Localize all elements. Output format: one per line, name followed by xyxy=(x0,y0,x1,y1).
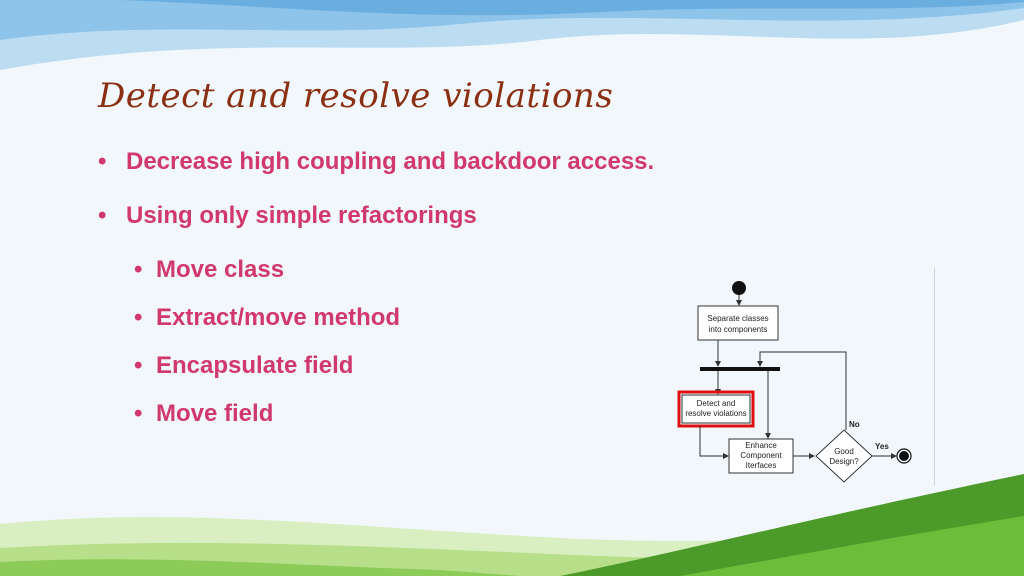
yes-label: Yes xyxy=(875,442,889,451)
sub-bullet-item: • Extract/move method xyxy=(134,304,718,334)
good-design-decision xyxy=(815,429,873,483)
separate-classes-box xyxy=(697,305,779,341)
slide-title: Detect and resolve violations xyxy=(98,76,614,116)
highlight-frame xyxy=(677,390,755,428)
sub-bullet-item: • Encapsulate field xyxy=(134,352,718,382)
no-loop-arrow xyxy=(757,351,847,430)
enhance-interfaces-label: Enhance xyxy=(745,441,777,450)
sub-bullet-item: • Move class xyxy=(134,256,718,286)
start-node xyxy=(732,281,746,295)
separate-classes-label: Separate classes xyxy=(707,314,768,323)
bullet-marker: • xyxy=(134,352,143,379)
divider-line xyxy=(934,268,935,486)
bullet-text: Using only simple refactorings xyxy=(126,202,477,229)
bullet-item: • Using only simple refactorings xyxy=(98,202,718,232)
bullet-text: Decrease high coupling and backdoor acce… xyxy=(126,148,655,175)
enhance-interfaces-label: Component xyxy=(740,451,782,460)
detect-resolve-box xyxy=(681,394,751,424)
sub-bullet-text: Move class xyxy=(156,256,285,283)
bullet-item: • Decrease high coupling and backdoor ac… xyxy=(98,148,718,178)
bullet-marker: • xyxy=(98,148,107,175)
bullet-marker: • xyxy=(98,202,107,229)
decision-label: Good xyxy=(834,447,854,456)
bullet-marker: • xyxy=(134,304,143,331)
separate-classes-label: into components xyxy=(709,325,768,334)
flow-arrow xyxy=(699,426,729,459)
top-wave-decoration xyxy=(0,0,1024,70)
bullet-list: • Decrease high coupling and backdoor ac… xyxy=(98,148,718,448)
end-node xyxy=(899,451,909,461)
no-label: No xyxy=(849,420,860,429)
sub-bullet-text: Move field xyxy=(156,400,274,427)
detect-resolve-label: Detect and xyxy=(697,399,736,408)
activity-diagram: Separate classes into components Detect … xyxy=(677,281,912,483)
fork-bar xyxy=(700,367,780,371)
sub-bullet-text: Encapsulate field xyxy=(156,352,354,379)
bullet-marker: • xyxy=(134,400,143,427)
enhance-interfaces-label: Iterfaces xyxy=(746,461,777,470)
sub-bullet-text: Extract/move method xyxy=(156,304,401,331)
bullet-marker: • xyxy=(134,256,143,283)
sub-bullet-item: • Move field xyxy=(134,400,718,430)
detect-resolve-label: resolve violations xyxy=(685,409,746,418)
decision-label: Design? xyxy=(829,457,859,466)
bottom-hill-decoration xyxy=(0,474,1024,576)
